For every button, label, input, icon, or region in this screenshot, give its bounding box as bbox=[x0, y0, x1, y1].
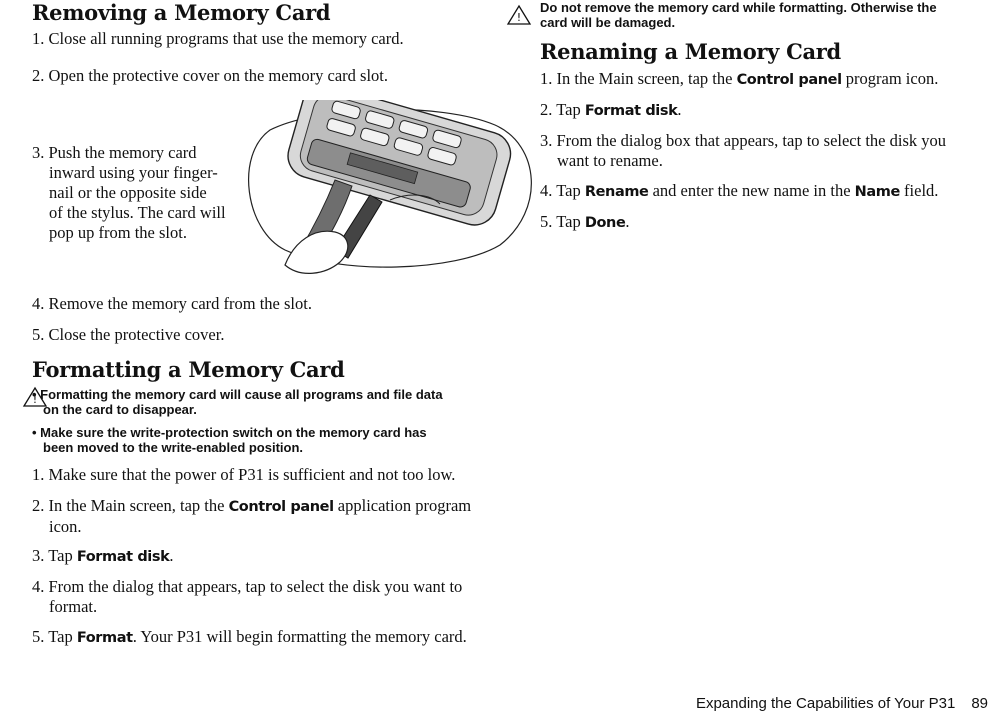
format-keyword: Format bbox=[76, 630, 133, 646]
svg-text:!: ! bbox=[33, 393, 37, 406]
formatting-warning-2: • Make sure the write-protection switch … bbox=[32, 425, 427, 455]
damage-warning: Do not remove the memory card while form… bbox=[540, 0, 937, 30]
removing-step-1: 1. Close all running programs that use t… bbox=[32, 29, 404, 48]
formatting-step-4: 4. From the dialog that appears, tap to … bbox=[32, 577, 463, 616]
formatting-warning-1: • Formatting the memory card will cause … bbox=[32, 387, 443, 417]
removing-step-3: 3. Push the memory card inward using you… bbox=[32, 143, 226, 242]
name-keyword: Name bbox=[854, 184, 901, 200]
done-keyword: Done bbox=[584, 215, 626, 231]
removing-heading: Removing a Memory Card bbox=[32, 0, 331, 25]
page-number: 89 bbox=[971, 695, 988, 712]
control-panel-keyword: Control panel bbox=[228, 499, 334, 515]
warning-icon: ! bbox=[506, 4, 532, 25]
renaming-step-2: 2. Tap Format disk. bbox=[540, 100, 682, 119]
removing-step-2: 2. Open the protective cover on the memo… bbox=[32, 66, 389, 85]
formatting-step-2: 2. In the Main screen, tap the Control p… bbox=[32, 496, 472, 536]
footer-title: Expanding the Capabilities of Your P31 bbox=[695, 695, 956, 712]
renaming-step-4: 4. Tap Rename and enter the new name in … bbox=[540, 181, 939, 200]
renaming-heading: Renaming a Memory Card bbox=[540, 39, 841, 64]
svg-text:!: ! bbox=[517, 11, 521, 24]
format-disk-keyword: Format disk bbox=[76, 549, 170, 565]
control-panel-keyword: Control panel bbox=[736, 72, 842, 88]
format-disk-keyword: Format disk bbox=[584, 103, 678, 119]
memory-card-illustration bbox=[248, 100, 532, 274]
removing-step-5: 5. Close the protective cover. bbox=[32, 325, 225, 344]
rename-keyword: Rename bbox=[584, 184, 649, 200]
formatting-step-1: 1. Make sure that the power of P31 is su… bbox=[32, 465, 456, 484]
warning-icon: ! bbox=[22, 386, 48, 407]
formatting-heading: Formatting a Memory Card bbox=[32, 357, 345, 382]
removing-step-4: 4. Remove the memory card from the slot. bbox=[32, 294, 312, 313]
renaming-step-1: 1. In the Main screen, tap the Control p… bbox=[540, 69, 939, 88]
renaming-step-5: 5. Tap Done. bbox=[540, 212, 630, 231]
formatting-step-5: 5. Tap Format. Your P31 will begin forma… bbox=[32, 627, 467, 646]
formatting-step-3: 3. Tap Format disk. bbox=[32, 546, 174, 565]
renaming-step-3: 3. From the dialog box that appears, tap… bbox=[540, 131, 946, 170]
page-footer: Expanding the Capabilities of Your P31 89 bbox=[696, 695, 988, 712]
